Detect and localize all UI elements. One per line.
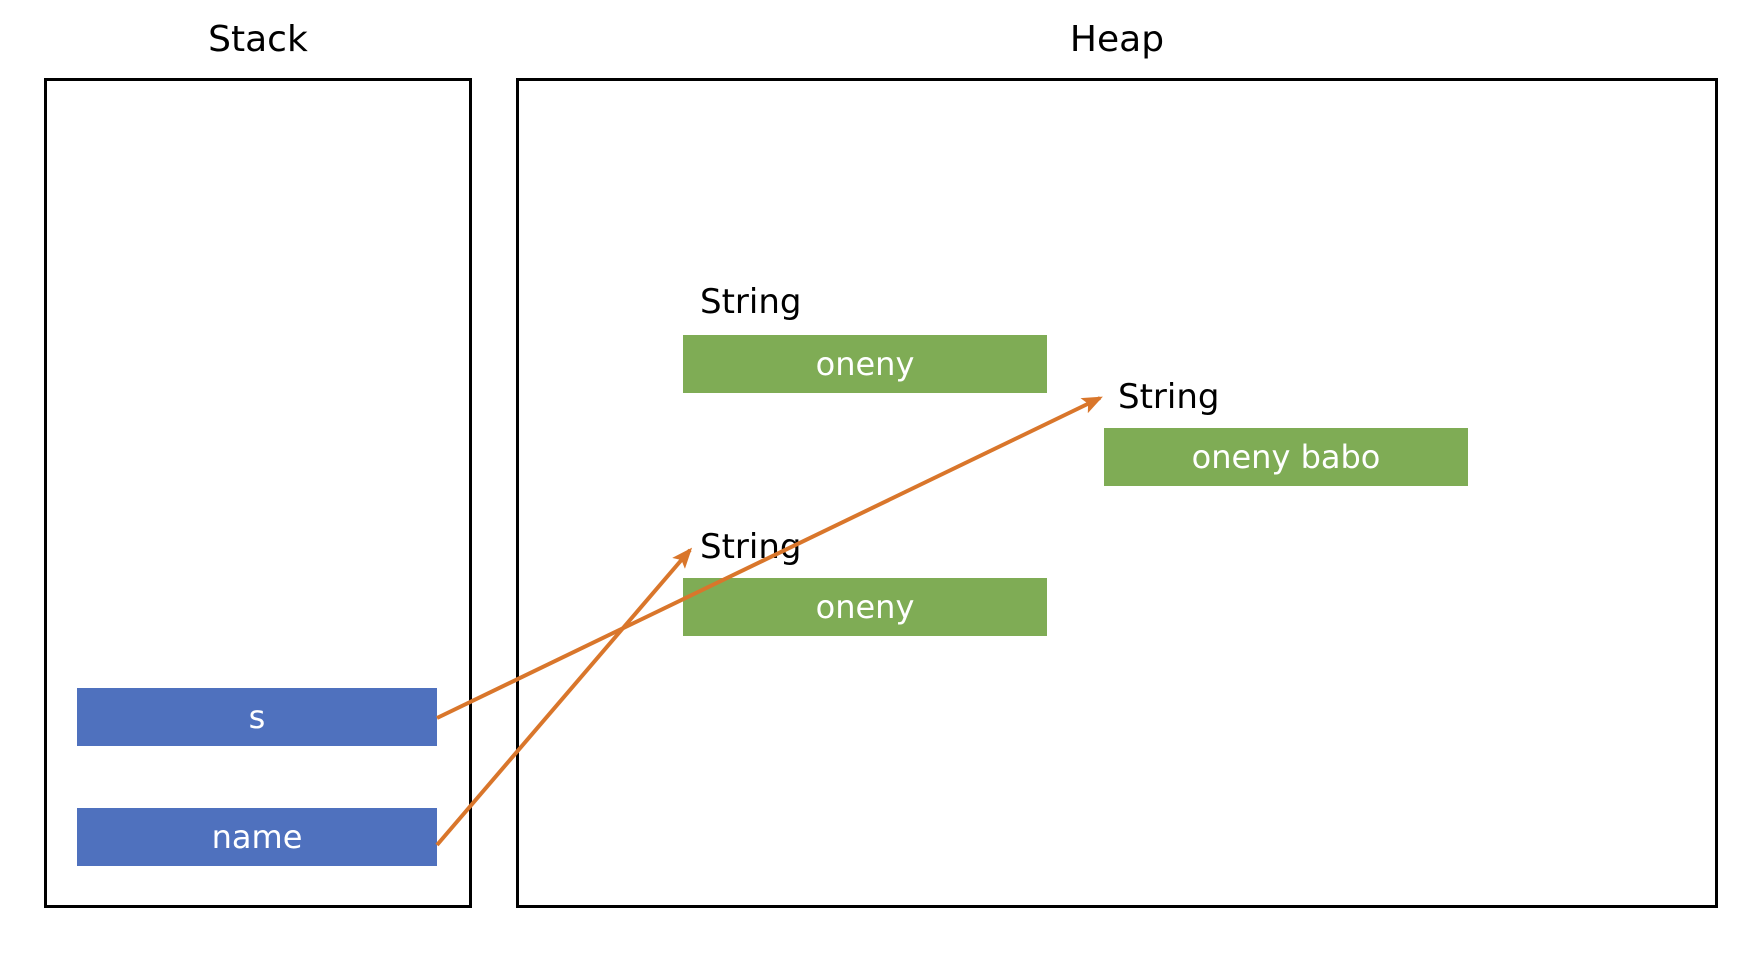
stack-variable-box-name: name <box>77 808 437 866</box>
heap-object-value-box: oneny <box>683 335 1047 393</box>
heap-object-type-label: String <box>700 282 802 322</box>
stack-region-frame <box>44 78 472 908</box>
stack-region-title: Stack <box>208 19 308 60</box>
heap-object-type-label: String <box>1118 377 1220 417</box>
heap-object-type-label: String <box>700 527 802 567</box>
heap-region-frame <box>516 78 1718 908</box>
heap-object-value-box: oneny <box>683 578 1047 636</box>
heap-region-title: Heap <box>1069 19 1165 60</box>
heap-object-value-box: oneny babo <box>1104 428 1468 486</box>
stack-variable-box-s: s <box>77 688 437 746</box>
